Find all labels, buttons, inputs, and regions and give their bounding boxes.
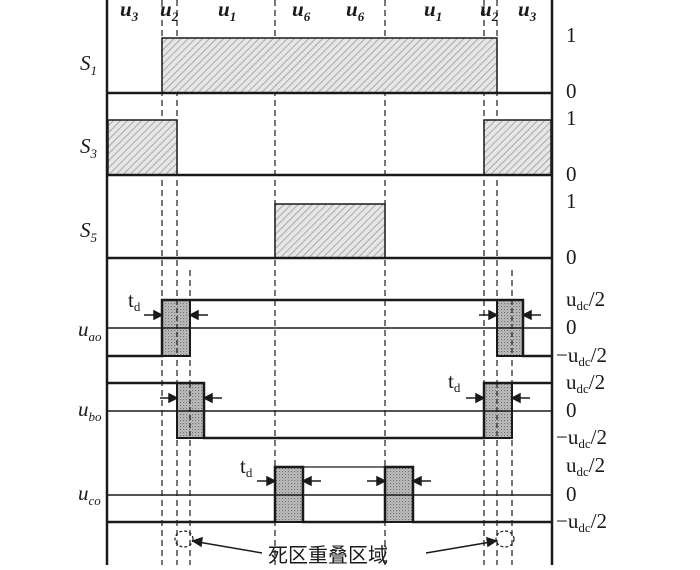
sector-label: u3: [518, 0, 537, 24]
uco-waveform: [107, 465, 552, 524]
s1-high-pulse: [161, 37, 498, 94]
sector-label: u6: [346, 0, 365, 24]
sector-label: u1: [424, 0, 442, 24]
ubo-level-trace: [107, 381, 552, 440]
uco-td-arrows: [257, 475, 431, 487]
uao-waveform: [107, 298, 552, 358]
s3-low-level: 0: [566, 162, 577, 186]
s5-high-pulse: [274, 203, 386, 259]
sector-labels: u3 u2 u1 u6 u6 u1 u2 u3: [120, 0, 537, 24]
uao-label: uao: [78, 317, 102, 344]
caption-arrows: [191, 536, 498, 554]
uco-zero-level: 0: [566, 482, 577, 506]
ubo-zero-level: 0: [566, 398, 577, 422]
overlap-circle-left: [174, 530, 194, 548]
ubo-pos-level: udc/2: [566, 370, 605, 396]
uao-zero-level: 0: [566, 315, 577, 339]
uao-neg-level: −udc/2: [556, 343, 607, 369]
s5-label: S5: [80, 218, 98, 245]
overlap-circle-right: [495, 530, 515, 548]
overlap-markers: [174, 530, 515, 548]
s5-high-level: 1: [566, 189, 577, 213]
s3-high-pulse-right: [483, 119, 552, 176]
s1-high-level: 1: [566, 23, 577, 47]
s3-waveform: S3 1 0: [80, 106, 577, 186]
s5-low-level: 0: [566, 245, 577, 269]
uco-neg-level: −udc/2: [556, 509, 607, 535]
ubo-td-label: td: [448, 369, 461, 395]
sector-label: u2: [160, 0, 179, 24]
deadzone-caption: 死区重叠区域: [268, 543, 388, 567]
sector-label: u2: [480, 0, 499, 24]
uao-td-arrows: [144, 309, 541, 321]
ubo-waveform: [107, 381, 552, 440]
uco-td-label: td: [240, 454, 253, 480]
uao-level-trace: [107, 298, 552, 358]
ubo-label: ubo: [78, 397, 102, 424]
s3-label: S3: [80, 134, 98, 161]
s1-low-level: 0: [566, 79, 577, 103]
sector-label: u6: [292, 0, 311, 24]
sector-label: u1: [218, 0, 236, 24]
s3-high-pulse-left: [107, 119, 178, 176]
uao-td-label: td: [128, 288, 141, 314]
s1-label: S1: [80, 51, 97, 78]
uco-pos-level: udc/2: [566, 453, 605, 479]
ubo-neg-level: −udc/2: [556, 425, 607, 451]
ubo-td-arrows: [160, 392, 530, 404]
s5-waveform: S5 1 0: [80, 189, 577, 269]
s3-high-level: 1: [566, 106, 577, 130]
sector-label: u3: [120, 0, 139, 24]
s1-waveform: S1 1 0: [80, 23, 577, 103]
phase-level-labels: udc/2 0 −udc/2 udc/2 0 −udc/2 udc/2 0 −u…: [556, 287, 607, 535]
uao-pos-level: udc/2: [566, 287, 605, 313]
uco-label: uco: [78, 481, 101, 508]
